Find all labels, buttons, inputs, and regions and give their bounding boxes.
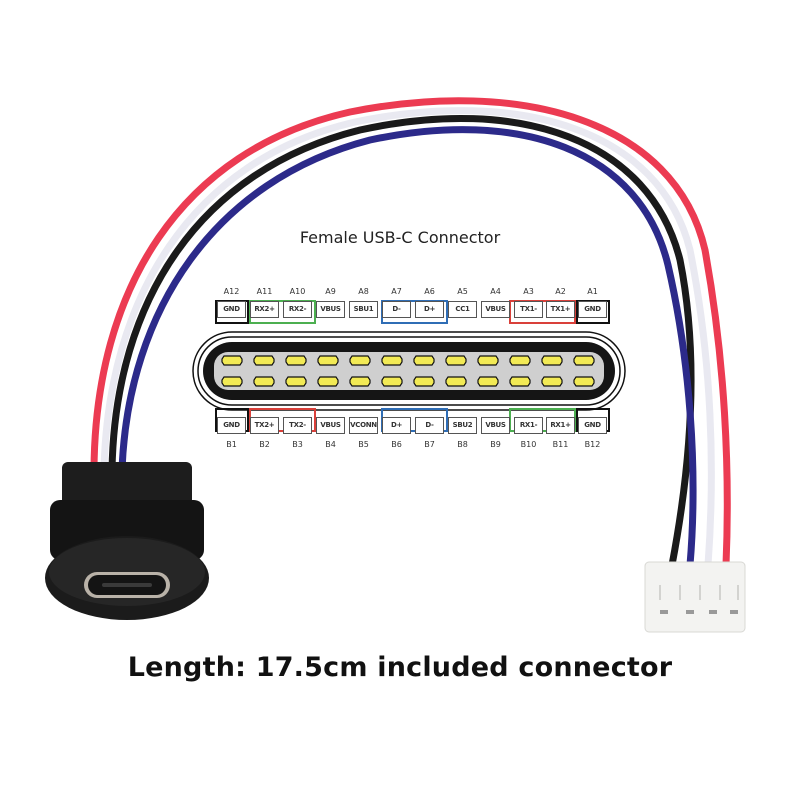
usb-c-female-connector xyxy=(45,462,209,620)
pin-b11: RX1+B11 xyxy=(544,412,577,449)
blue-wire xyxy=(118,126,697,569)
jst-4pin-connector xyxy=(644,561,746,633)
length-caption: Length: 17.5cm included connector xyxy=(127,652,673,683)
pin-b3: TX2-B3 xyxy=(281,412,314,449)
red-wire xyxy=(90,97,731,569)
pin-b2: TX2+B2 xyxy=(248,412,281,449)
pin-b10: RX1-B10 xyxy=(512,412,545,449)
pin-b7: D-B7 xyxy=(413,412,446,449)
diagram-title: Female USB-C Connector xyxy=(299,228,501,247)
white-wire xyxy=(100,107,715,569)
usb-c-receptacle-diagram xyxy=(192,331,626,411)
pin-b6: D+B6 xyxy=(380,412,413,449)
